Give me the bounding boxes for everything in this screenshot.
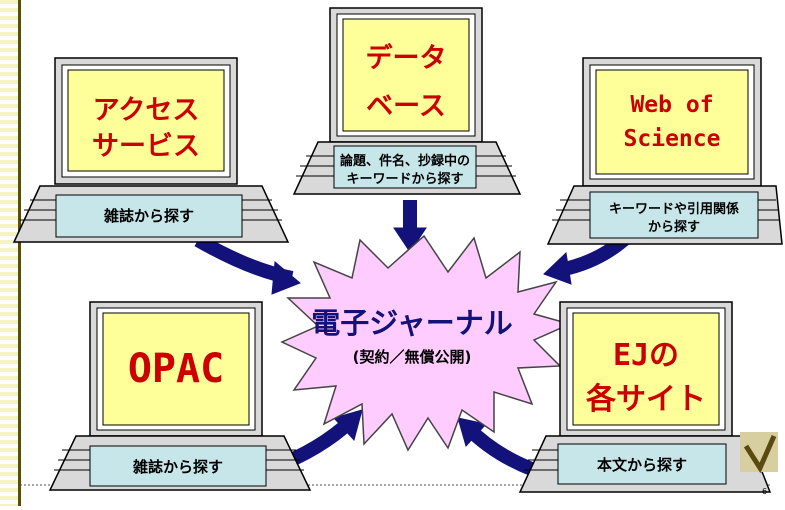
- database-label-line2: キーワードから探す: [346, 172, 464, 187]
- computer-access: [12, 57, 290, 243]
- ej-label: 本文から探す: [596, 456, 687, 474]
- opac-title: OPAC: [127, 346, 225, 392]
- center-title: 電子ジャーナル: [311, 306, 513, 340]
- wos-title-line2: Science: [623, 126, 721, 152]
- checkmark-logo-icon: [740, 432, 778, 474]
- ej-title-line2: 各サイト: [586, 382, 706, 417]
- arrow-head-wos: [543, 251, 572, 285]
- ej-title-line1: EJの: [612, 338, 680, 373]
- computer-database: [292, 7, 522, 195]
- page-number: 6: [762, 487, 768, 496]
- arrow-from-ej: [463, 422, 537, 477]
- access-title-line1: アクセス: [92, 95, 200, 126]
- arrow-head-ej: [457, 417, 487, 448]
- arrow-head-opac: [333, 409, 363, 442]
- sidebar-line: [18, 0, 21, 506]
- database-title-line1: データ: [365, 43, 447, 74]
- computer-wos: [546, 57, 783, 245]
- sidebar-stripes: [0, 0, 18, 506]
- computer-ej: [518, 301, 772, 493]
- wos-label-line1: キーワードや引用関係: [608, 202, 739, 217]
- database-label-line1: 論題、件名、抄録中の: [339, 154, 470, 169]
- opac-label: 雑誌から探す: [132, 458, 223, 476]
- computer-opac: [48, 301, 312, 491]
- center-starburst: [280, 234, 573, 452]
- access-label: 雑誌から探す: [103, 207, 194, 225]
- wos-title-line1: Web of: [630, 92, 714, 118]
- database-title-line2: ベース: [366, 91, 446, 122]
- wos-label-line2: から探す: [647, 220, 700, 235]
- access-title-line2: サービス: [92, 131, 200, 162]
- center-subtitle: (契約／無償公開): [352, 348, 472, 366]
- arrow-head-database: [393, 227, 427, 253]
- arrow-head-access: [271, 261, 301, 295]
